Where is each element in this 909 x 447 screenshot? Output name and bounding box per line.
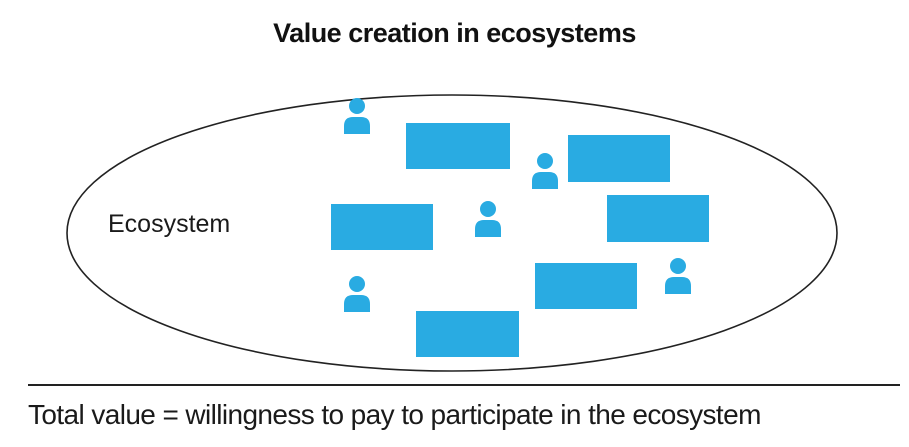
total-value-definition: Total value = willingness to pay to part… [28, 399, 761, 430]
ecosystem-label: Ecosystem [108, 210, 231, 238]
person-icon [665, 258, 691, 294]
person-icon [475, 201, 501, 237]
person-icon [344, 276, 370, 312]
ecosystem-boundary [66, 94, 838, 372]
organization-block [607, 195, 709, 242]
divider [28, 384, 900, 386]
organization-block [568, 135, 670, 182]
person-icon [532, 153, 558, 189]
person-icon [344, 98, 370, 134]
diagram-title: Value creation in ecosystems [273, 18, 636, 48]
organization-block [416, 311, 519, 357]
organization-block [331, 204, 433, 250]
organization-block [535, 263, 637, 309]
organization-block [406, 123, 510, 169]
